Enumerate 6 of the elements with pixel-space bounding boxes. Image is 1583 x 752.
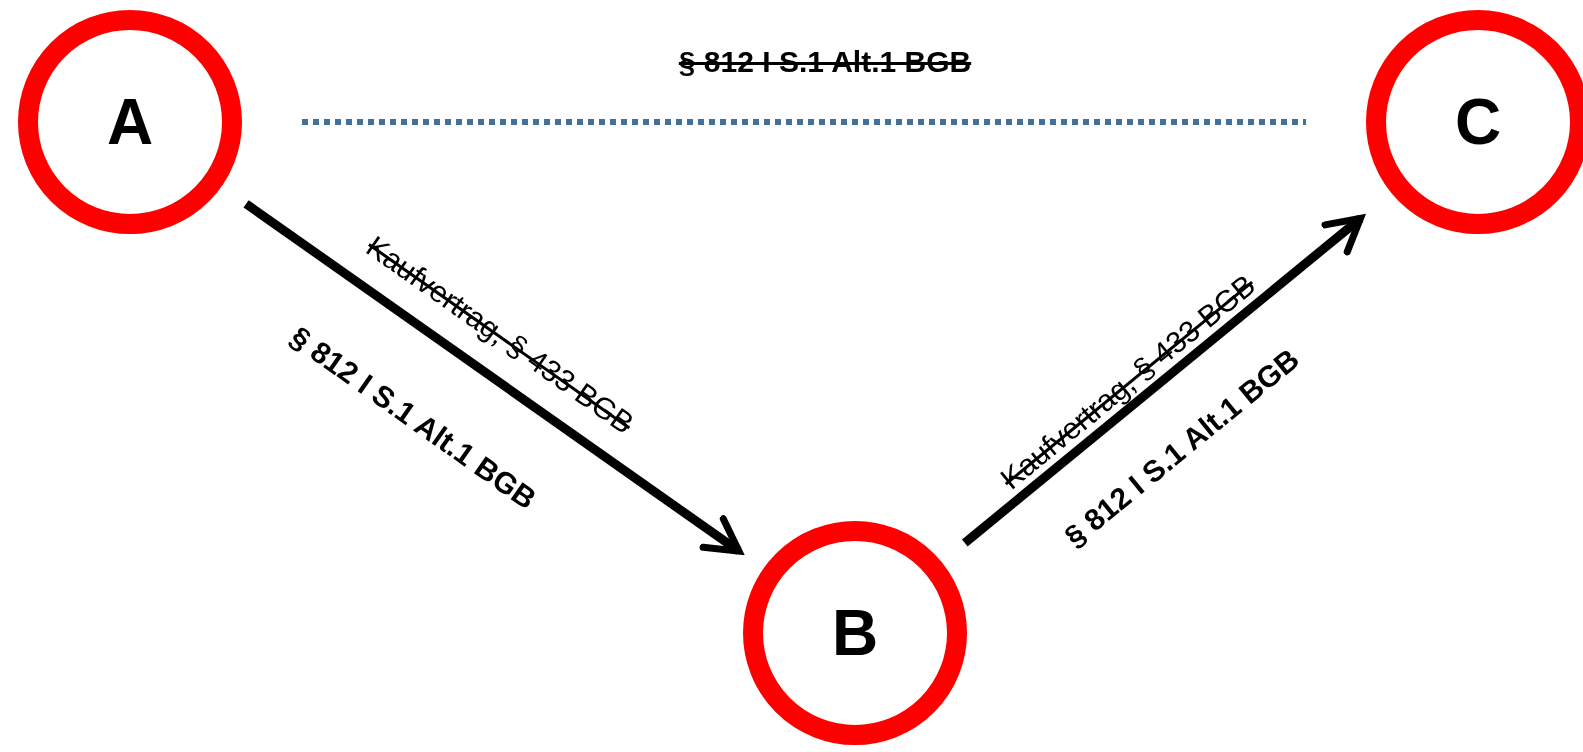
- edge-label: § 812 I S.1 Alt.1 BGB: [678, 47, 972, 77]
- arrow: [243, 200, 743, 555]
- node-letter: A: [106, 90, 154, 154]
- node-letter: C: [1454, 90, 1502, 154]
- dotted-line: [302, 119, 1306, 125]
- node-letter: B: [831, 601, 879, 665]
